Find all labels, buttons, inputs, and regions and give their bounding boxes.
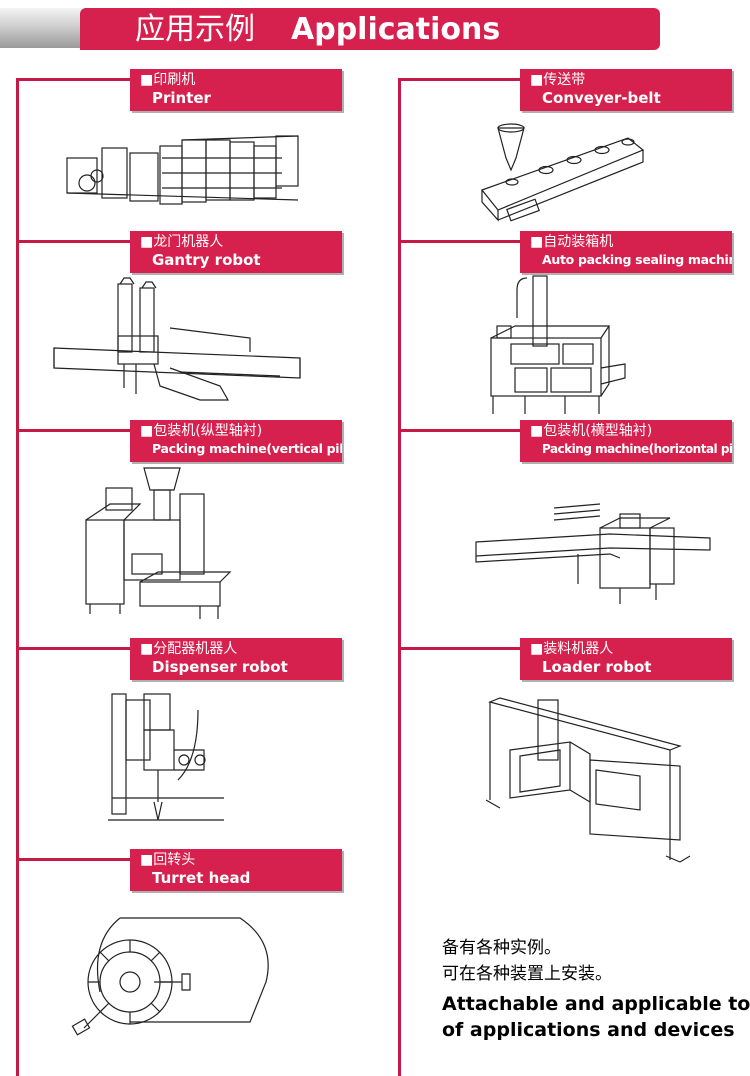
connector — [398, 429, 520, 432]
page-title-cn: 应用示例 — [135, 12, 255, 47]
label-en: Conveyer-belt — [542, 89, 661, 107]
label-en: Packing machine(horizontal pillow) — [542, 442, 732, 456]
dispenser-robot-illustration — [108, 690, 228, 838]
label-en: Printer — [152, 89, 211, 107]
packing-vertical-illustration — [80, 464, 240, 624]
label-cn: ■分配器机器人 — [140, 641, 238, 657]
label-packing-vertical: ■包装机(纵型轴衬) Packing machine(vertical pill… — [130, 420, 342, 462]
label-en: Loader robot — [542, 658, 652, 676]
connector — [16, 429, 130, 432]
label-cn: ■装料机器人 — [530, 641, 614, 657]
connector — [398, 647, 520, 650]
left-connector-line — [16, 78, 19, 1076]
page-title: 应用示例 Applications — [135, 8, 500, 50]
closing-note: 备有各种实例。 可在各种装置上安装。 Attachable and applic… — [442, 935, 750, 1043]
label-cn: ■自动装箱机 — [530, 234, 614, 250]
label-en: Turret head — [152, 869, 251, 887]
label-gantry-robot: ■龙门机器人 Gantry robot — [130, 231, 342, 273]
label-en: Dispenser robot — [152, 658, 288, 676]
label-en: Auto packing sealing machine — [542, 252, 732, 267]
right-connector-line — [398, 78, 401, 1076]
printer-illustration — [62, 118, 312, 210]
label-auto-packing: ■自动装箱机 Auto packing sealing machine — [520, 231, 732, 273]
gantry-robot-illustration — [50, 276, 310, 416]
turret-head-illustration — [70, 912, 280, 1037]
conveyer-belt-illustration — [478, 120, 648, 226]
header-bar — [80, 8, 660, 50]
label-cn: ■印刷机 — [140, 72, 196, 88]
label-cn: ■传送带 — [530, 72, 586, 88]
label-en: Packing machine(vertical pillow) — [152, 441, 342, 456]
label-printer: ■印刷机 Printer — [130, 69, 342, 111]
connector — [16, 240, 130, 243]
label-cn: ■包装机(纵型轴衬) — [140, 423, 263, 439]
connector — [398, 240, 520, 243]
note-cn-line2: 可在各种装置上安装。 — [442, 964, 612, 984]
note-cn-line1: 备有各种实例。 — [442, 938, 561, 958]
connector — [398, 78, 520, 81]
label-cn: ■包装机(横型轴衬) — [530, 423, 653, 439]
loader-robot-illustration — [480, 690, 710, 865]
label-conveyer-belt: ■传送带 Conveyer-belt — [520, 69, 732, 111]
note-en-line1: Attachable and applicable to a range — [442, 993, 750, 1015]
page-title-en: Applications — [291, 12, 501, 47]
label-cn: ■龙门机器人 — [140, 234, 224, 250]
label-dispenser-robot: ■分配器机器人 Dispenser robot — [130, 638, 342, 680]
connector — [16, 858, 130, 861]
auto-packing-machine-illustration — [475, 268, 635, 418]
connector — [16, 647, 130, 650]
label-packing-horizontal: ■包装机(横型轴衬) Packing machine(horizontal pi… — [520, 420, 732, 462]
packing-horizontal-illustration — [470, 492, 720, 612]
label-loader-robot: ■装料机器人 Loader robot — [520, 638, 732, 680]
label-turret-head: ■回转头 Turret head — [130, 849, 342, 891]
label-cn: ■回转头 — [140, 852, 196, 868]
label-en: Gantry robot — [152, 251, 261, 269]
note-en-line2: of applications and devices — [442, 1019, 735, 1041]
connector — [16, 78, 130, 81]
